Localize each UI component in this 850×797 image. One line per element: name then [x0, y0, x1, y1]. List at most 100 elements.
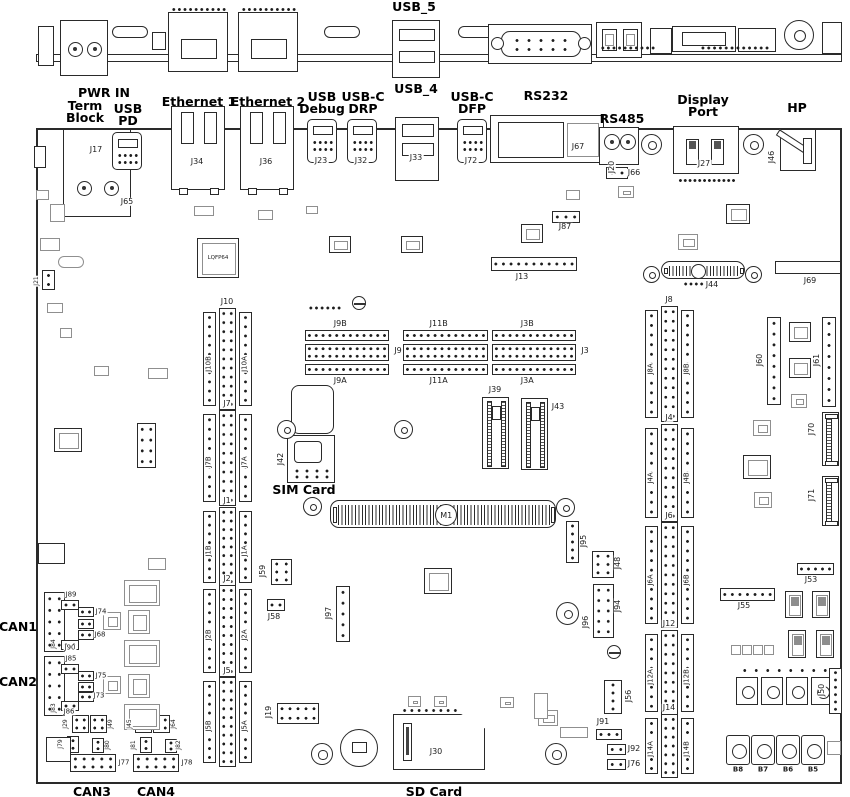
header-J10 — [219, 308, 236, 410]
port-label-port: Port — [688, 104, 718, 119]
smd-chip — [753, 420, 771, 436]
label-J6B: J6B — [682, 573, 691, 587]
smd-chip — [789, 322, 811, 342]
edge-connector — [34, 146, 46, 168]
label-J60: J60 — [754, 352, 765, 368]
port-opening — [251, 39, 287, 59]
jack-body — [803, 138, 812, 164]
pins — [826, 417, 832, 463]
label-J8A: J8A — [646, 362, 655, 377]
port-label-pwr-in: PWR IN — [77, 85, 131, 100]
edge-cap — [740, 268, 744, 274]
pad — [731, 645, 741, 655]
label-J85: J85 — [64, 654, 78, 663]
label-J10: J10 — [219, 296, 235, 307]
label-J4A: J4A — [646, 470, 655, 485]
port-label-sim-card: SIM Card — [272, 482, 336, 497]
contact-spring — [406, 727, 409, 755]
chip-body — [413, 701, 418, 704]
chip-body — [129, 585, 157, 603]
label-J96: J96 — [580, 614, 591, 630]
tact-switch — [736, 677, 758, 705]
center-hole — [691, 263, 707, 279]
dp-key — [714, 141, 721, 149]
port-label-ethernet-2: Ethernet 2 — [230, 94, 306, 109]
rear-usba-stack — [392, 20, 440, 78]
chip-body — [796, 399, 804, 405]
conn-J34 — [171, 106, 225, 195]
label-J44: J44 — [704, 279, 720, 290]
rear-power-jack — [60, 20, 108, 76]
center-hole: M1 — [435, 504, 458, 526]
chip-body — [59, 433, 79, 449]
port-label-dfp: DFP — [457, 101, 487, 116]
chip-label: LQFP64 — [207, 255, 229, 261]
label-J58: J58 — [266, 611, 282, 622]
rear-connector — [152, 32, 166, 50]
header-J14 — [661, 714, 678, 778]
port-label-usb-c: USB-C — [341, 89, 385, 104]
conn-J87 — [552, 211, 580, 223]
rear-usbc-port — [112, 26, 148, 38]
button-plunger — [781, 743, 797, 759]
hole-inner — [750, 141, 759, 150]
chip-body — [133, 615, 147, 631]
cap — [825, 521, 838, 526]
mounting-hole — [277, 420, 296, 439]
usba-tongue — [399, 29, 435, 41]
label-J48: J48 — [612, 555, 623, 571]
io-marks — [739, 667, 831, 674]
conn-J13 — [491, 257, 577, 271]
terminal-dot — [92, 47, 97, 51]
mounting-hole — [303, 497, 322, 516]
conn-J32 — [347, 119, 377, 163]
chip-body — [794, 327, 808, 339]
conn-CAN2 — [44, 656, 65, 716]
header-J6 — [661, 522, 678, 628]
button-plunger — [806, 743, 822, 759]
port-label-can2: CAN2 — [0, 674, 38, 689]
m2-key — [531, 407, 540, 421]
hole-inner — [283, 426, 292, 435]
label-J12B: J12B — [682, 668, 691, 686]
label-J87: J87 — [557, 221, 573, 232]
smd-part — [148, 558, 166, 570]
battery-clip — [352, 742, 367, 753]
header-J3 — [492, 344, 576, 361]
terminal-dot — [82, 186, 87, 191]
label-J9A: J9A — [332, 375, 348, 386]
smd-chip — [791, 394, 807, 408]
label-J42: J42 — [275, 451, 286, 467]
chip-body — [623, 191, 631, 195]
label-J95: J95 — [578, 533, 589, 549]
label-J92: J92 — [626, 743, 642, 754]
label-J70: J70 — [806, 421, 817, 437]
rear-pin-comb — [600, 44, 656, 52]
conn-J70 — [822, 412, 839, 466]
label-J3: J3 — [580, 345, 590, 356]
jumper-J21 — [42, 270, 55, 290]
port-label-block: Block — [65, 110, 105, 125]
header-J5 — [219, 677, 236, 767]
smd-part — [566, 190, 580, 200]
jumper-J82 — [165, 739, 177, 753]
conn-J43 — [521, 398, 548, 470]
header-J11A — [403, 364, 488, 375]
label-J20: J20 — [606, 159, 617, 175]
button-B7 — [751, 735, 775, 765]
conn-J69 — [775, 261, 841, 274]
pad — [742, 645, 752, 655]
smd-chip — [103, 612, 121, 630]
label-J4: J4 — [664, 412, 674, 423]
jumper-J68 — [78, 630, 94, 640]
conn-J91 — [596, 729, 622, 740]
label-J80: J80 — [103, 739, 112, 751]
chip-body — [683, 239, 695, 247]
smd-chip — [521, 224, 543, 243]
conn-M1: M1 — [330, 500, 556, 528]
port-label-usb_4: USB_4 — [394, 81, 438, 96]
smd-chip — [434, 696, 447, 707]
usbc-pads — [462, 139, 484, 153]
hole-inner — [552, 750, 562, 760]
